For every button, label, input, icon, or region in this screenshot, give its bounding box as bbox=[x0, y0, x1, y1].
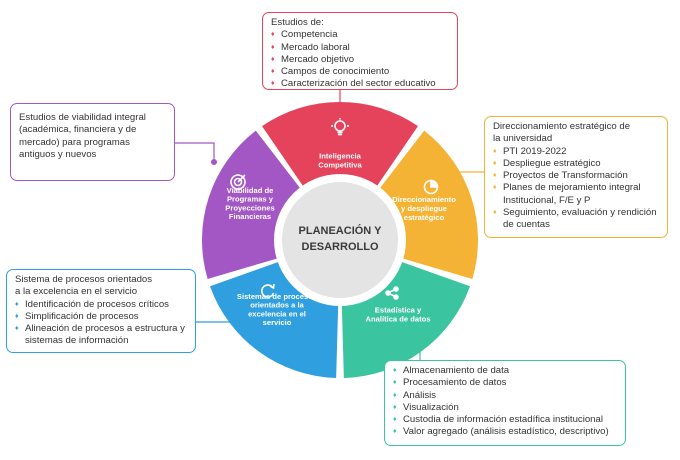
segment-label-line: Programas y bbox=[227, 195, 274, 204]
segment-label-line: Direccionamiento bbox=[392, 195, 456, 204]
list-item: Identificación de procesos críticos bbox=[15, 299, 187, 312]
box-bottom-left-title-line1: Sistema de procesos orientados bbox=[15, 274, 153, 285]
list-item: Seguimiento, evaluación y rendición de c… bbox=[493, 207, 659, 232]
connector-dot-left bbox=[211, 159, 217, 165]
segment-top bbox=[262, 102, 418, 188]
segment-label-line: Sistemas de procesos bbox=[237, 292, 317, 301]
lightbulb-icon bbox=[331, 118, 349, 136]
box-left-line: Estudios de viabilidad integral bbox=[19, 112, 146, 123]
box-competitive-intelligence: Estudios de: Competencia Mercado laboral… bbox=[262, 12, 458, 91]
list-item: Almacenamiento de data bbox=[393, 365, 617, 378]
segment-label-line: Estadística y bbox=[375, 306, 422, 315]
list-item: Alineación de procesos a estructura y si… bbox=[15, 323, 187, 348]
target-icon bbox=[230, 174, 246, 190]
segment-label-line: Viabilidad de bbox=[227, 186, 274, 195]
center-circle bbox=[282, 182, 398, 298]
list-item: Simplificación de procesos bbox=[15, 311, 187, 324]
box-top-list: Competencia Mercado laboral Mercado obje… bbox=[271, 29, 449, 91]
list-item: Mercado objetivo bbox=[271, 54, 449, 67]
list-item: Planes de mejoramiento integral Instituc… bbox=[493, 182, 659, 207]
connector-left bbox=[175, 142, 215, 162]
box-left-line: (académica, financiera y de bbox=[19, 124, 137, 136]
segment-left bbox=[202, 130, 301, 279]
segment-right bbox=[379, 130, 478, 279]
segment-bottom-left bbox=[209, 261, 339, 378]
box-strategic-direction: Direccionamiento estratégico de la unive… bbox=[484, 116, 668, 238]
list-item: Competencia bbox=[271, 29, 449, 42]
box-bottom-left-list: Identificación de procesos críticos Simp… bbox=[15, 299, 187, 348]
box-process-systems: Sistema de procesos orientados a la exce… bbox=[6, 269, 196, 353]
box-right-title-line1: Direccionamiento estratégico de bbox=[493, 121, 631, 132]
segment-label-line: Analítica de datos bbox=[366, 314, 431, 323]
segment-bottom-right bbox=[341, 261, 471, 378]
box-bottom-right-list: Almacenamiento de data Procesamiento de … bbox=[393, 365, 617, 439]
segment-label-line: y despliegue bbox=[401, 204, 447, 213]
segment-label-line: Competitiva bbox=[318, 160, 362, 169]
list-item: Procesamiento de datos bbox=[393, 377, 617, 390]
segment-label-line: Financieras bbox=[229, 212, 271, 221]
list-item: Custodia de información estadífica insti… bbox=[393, 414, 617, 427]
center-title-line2: DESARROLLO bbox=[302, 241, 379, 253]
list-item: Despliegue estratégico bbox=[493, 158, 659, 171]
box-program-viability: Estudios de viabilidad integral (académi… bbox=[10, 103, 175, 181]
segment-label-line: servicio bbox=[263, 318, 292, 327]
list-item: Análisis bbox=[393, 390, 617, 403]
segment-label-line: Proyecciones bbox=[225, 203, 274, 212]
box-right-list: PTI 2019-2022 Despliegue estratégico Pro… bbox=[493, 146, 659, 232]
list-item: Mercado laboral bbox=[271, 42, 449, 55]
box-left-line: antiguos y nuevos bbox=[19, 148, 97, 160]
list-item: Visualización bbox=[393, 402, 617, 415]
list-item: Proyectos de Transformación bbox=[493, 170, 659, 183]
center-title-line1: PLANEACIÓN Y bbox=[299, 224, 383, 237]
list-item: PTI 2019-2022 bbox=[493, 146, 659, 159]
box-data-analytics: Almacenamiento de data Procesamiento de … bbox=[384, 360, 626, 446]
list-item: Caracterización del sector educativo bbox=[271, 78, 449, 91]
share-icon bbox=[385, 286, 399, 300]
box-top-title: Estudios de: bbox=[271, 17, 324, 28]
box-bottom-left-title-line2: a la excelencia en el servicio bbox=[15, 286, 138, 298]
box-left-line: mercado) para programas bbox=[19, 136, 130, 148]
segment-label-line: excelencia en el bbox=[248, 309, 306, 318]
pie-chart-icon bbox=[423, 179, 439, 195]
list-item: Valor agregado (análisis estadístico, de… bbox=[393, 426, 617, 439]
list-item: Campos de conocimiento bbox=[271, 66, 449, 79]
segment-label-line: Inteligencia bbox=[319, 152, 362, 161]
segment-label-line: estratégico bbox=[404, 213, 445, 222]
segment-label-line: orientados a la bbox=[250, 301, 304, 310]
box-right-title-line2: la universidad bbox=[493, 133, 553, 145]
refresh-icon bbox=[261, 283, 275, 298]
